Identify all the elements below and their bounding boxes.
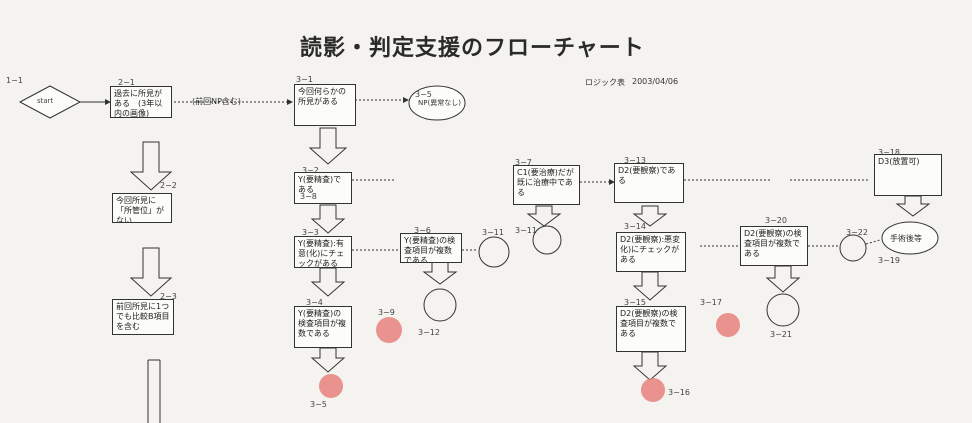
header-org: ロジック表 — [585, 78, 625, 87]
connector-circle — [766, 293, 800, 327]
box-3-6: Y(要精査)の検査項目が複数である — [400, 233, 462, 263]
circle-label: 3−21 — [770, 330, 792, 339]
box-3-4: Y(要精査)の検査項目が複数である — [294, 306, 352, 348]
circle-label: 3−5 — [310, 400, 327, 409]
box-id: 3−6 — [414, 226, 431, 235]
box-3-2: Y(要精査)である — [294, 172, 352, 204]
down-arrow — [129, 141, 173, 191]
note-np: (前回NP含む) — [192, 97, 242, 106]
box-id: 2−3 — [160, 292, 177, 301]
box-id: 3−15 — [624, 298, 646, 307]
box-3-13: D2(要観察)である — [614, 163, 684, 203]
circle-label: 3−11 — [482, 228, 504, 237]
header-date: 2003/04/06 — [632, 77, 679, 86]
box-3-20: D2(要観察)の検査項目が複数である — [740, 226, 808, 266]
circle-label: 3−22 — [846, 228, 868, 237]
circle-label: 3−9 — [378, 308, 395, 317]
box-id: 3−18 — [878, 148, 900, 157]
box-3-1: 今回何らかの所見がある — [294, 84, 356, 126]
box-id: 3−14 — [624, 222, 646, 231]
box-3-18: D3(放置可) — [874, 154, 942, 196]
connector-circle — [839, 234, 867, 262]
surgery-ellipse — [881, 221, 939, 255]
red-marker — [716, 313, 740, 337]
box-3-15: D2(要観察)の検査項目が複数である — [616, 306, 686, 352]
circle-label: 3−16 — [668, 388, 690, 397]
down-arrow — [129, 247, 173, 297]
red-marker — [376, 317, 402, 343]
box-3-7: C1(要治療)だが既に治療中である — [513, 165, 580, 205]
connector-circle — [478, 236, 510, 268]
red-marker — [641, 378, 665, 402]
circle-label: 3−8 — [300, 192, 317, 201]
box-id: 3−4 — [306, 298, 323, 307]
box-2-2: 今回所見に「所管位」がない — [112, 193, 172, 223]
box-id: 2−1 — [118, 78, 135, 87]
box-id: 3−7 — [515, 158, 532, 167]
box-3-3: Y(要精査):有意(化)にチェックがある — [294, 236, 352, 268]
np-ellipse-text: NP(異常なし) — [418, 99, 461, 107]
red-marker — [319, 374, 343, 398]
surgery-ellipse-text: 手術後等 — [890, 234, 922, 243]
start-label: start — [37, 97, 54, 105]
circle-label: 3−17 — [700, 298, 722, 307]
circle-label: 3−11 — [515, 226, 537, 235]
connector-circle — [532, 225, 562, 255]
ellipse-id: 3−5 — [415, 90, 432, 99]
connector-circle — [423, 288, 457, 322]
box-id: 3−1 — [296, 75, 313, 84]
start-id: 1−1 — [6, 76, 23, 85]
box-2-3: 前回所見に1つでも比較B項目を含む — [112, 299, 174, 335]
page-title: 読影・判定支援のフローチャート — [300, 36, 645, 61]
box-id: 3−20 — [765, 216, 787, 225]
ellipse-id: 3−19 — [878, 256, 900, 265]
box-id: 3−13 — [624, 156, 646, 165]
box-id: 2−2 — [160, 181, 177, 190]
np-ellipse — [408, 85, 466, 121]
box-id: 3−3 — [302, 228, 319, 237]
box-3-14: D2(要観察):悪変化)にチェックがある — [616, 232, 686, 272]
box-id: 3−2 — [302, 166, 319, 175]
box-2-1: 過去に所見がある (3年以内の画像) — [110, 86, 172, 118]
circle-label: 3−12 — [418, 328, 440, 337]
